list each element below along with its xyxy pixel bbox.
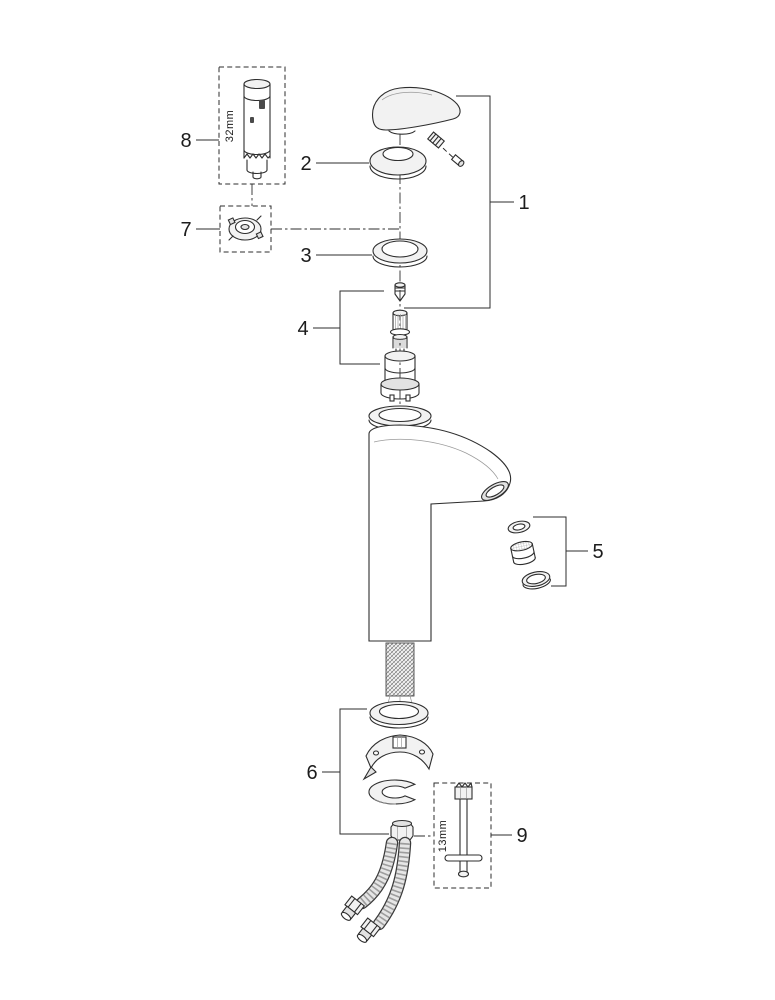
centerlines xyxy=(251,134,434,837)
socket-tool xyxy=(444,782,483,878)
grub-screw xyxy=(426,131,446,149)
faucet-body xyxy=(368,424,512,642)
label-part-1: 1 xyxy=(518,192,529,214)
label-part-6: 6 xyxy=(306,762,317,784)
cap-insert-box-part-7 xyxy=(219,205,272,253)
screw-pin xyxy=(450,154,465,167)
aerator-shell-ring xyxy=(521,571,551,590)
aerator-mousseur xyxy=(510,540,536,566)
handle-lever xyxy=(372,86,461,135)
knurled-adapter xyxy=(389,309,411,336)
bracket-part-5 xyxy=(533,516,588,587)
cap-ring-part-2 xyxy=(369,146,427,180)
braided-shank xyxy=(385,642,415,704)
dim-32mm: 32mm xyxy=(224,110,236,143)
label-part-4: 4 xyxy=(297,318,308,340)
label-part-3: 3 xyxy=(300,245,311,267)
cap-insert xyxy=(227,215,264,241)
label-part-2: 2 xyxy=(300,153,311,175)
aerator-washer xyxy=(507,520,531,534)
label-part-9: 9 xyxy=(516,825,527,847)
horseshoe-washer xyxy=(368,779,417,805)
tool-box-part-9: 13mm xyxy=(433,782,492,889)
base-gasket xyxy=(369,700,429,729)
bracket-part-6 xyxy=(322,708,389,835)
bracket-part-4 xyxy=(313,290,384,365)
cartridge xyxy=(380,333,420,402)
hose-fitting xyxy=(340,895,366,921)
flex-hoses xyxy=(340,836,412,943)
cartridge-screw xyxy=(394,282,406,302)
label-part-7: 7 xyxy=(180,219,191,241)
spare-cartridge xyxy=(243,78,271,180)
hose-fitting xyxy=(356,917,382,943)
mounting-nut xyxy=(390,819,414,841)
dim-13mm: 13mm xyxy=(437,820,449,853)
escutcheon-ring-part-3 xyxy=(372,238,428,268)
body-top-ring xyxy=(368,405,432,431)
label-part-5: 5 xyxy=(592,541,603,563)
label-part-8: 8 xyxy=(180,130,191,152)
bracket-part-1 xyxy=(404,95,514,309)
mounting-bracket xyxy=(362,734,434,781)
cartridge-box-part-8: 32mm xyxy=(218,66,286,185)
handle-screw-set xyxy=(426,131,465,167)
